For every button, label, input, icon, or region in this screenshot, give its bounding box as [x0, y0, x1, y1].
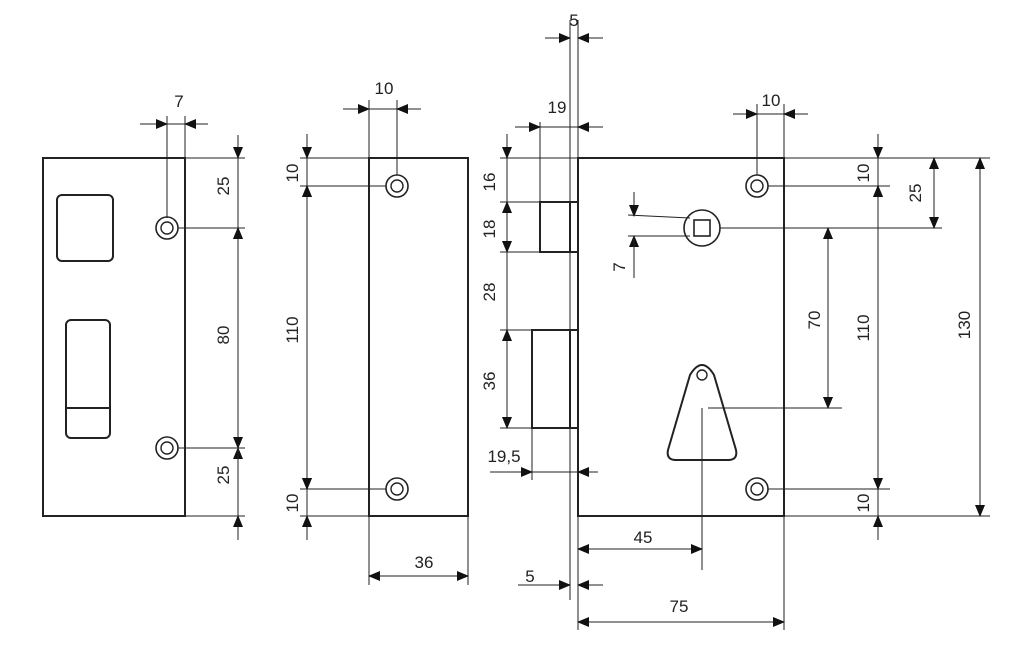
- spindle-hub: [683, 209, 721, 247]
- dim-strike-between-holes: 80: [214, 326, 233, 345]
- dim-forend-depth: 36: [415, 553, 434, 572]
- latch-bolt: [531, 329, 579, 429]
- dim-deadbolt-height: 18: [480, 220, 499, 239]
- case-screw-hole-top: [745, 174, 769, 198]
- strike-plate-view: 7 25 80 25: [42, 92, 245, 540]
- dim-case-top-hole: 10: [854, 164, 873, 183]
- forend-side-view: 10 10 110 10 36: [283, 79, 469, 585]
- forend-screw-hole-top: [385, 174, 409, 198]
- dim-case-spindle-to-top: 25: [906, 184, 925, 203]
- forend-screw-hole-bottom: [385, 477, 409, 501]
- dim-forend-hole-spacing: 10: [375, 79, 394, 98]
- lock-body-view: 5 19 16 18 28 36 19,5 5 10 10 110 10 25 …: [480, 11, 990, 630]
- dim-bolt-projection: 19: [548, 98, 567, 117]
- dim-case-height: 130: [955, 311, 974, 339]
- dim-bolt-plate-offset: 5: [525, 567, 534, 586]
- dim-forend-between-holes: 110: [283, 316, 302, 343]
- dim-strike-bottom: 25: [214, 466, 233, 485]
- lock-case-outline: [577, 157, 785, 517]
- dim-case-hole-span: 110: [854, 314, 873, 341]
- dim-bolt-plate-backset: 5: [569, 11, 578, 30]
- dim-forend-bottom: 10: [283, 494, 302, 513]
- forend-outline: [368, 157, 469, 517]
- case-screw-hole-bottom: [745, 477, 769, 501]
- dim-forend-top: 10: [283, 164, 302, 183]
- dim-case-width: 75: [670, 597, 689, 616]
- dim-strike-top: 25: [214, 177, 233, 196]
- dim-case-key-from-left: 45: [634, 528, 653, 547]
- strike-latch-opening: [65, 319, 111, 439]
- dim-bolt-top: 16: [480, 173, 499, 192]
- deadbolt: [539, 201, 579, 253]
- dim-case-spindle-to-key: 70: [805, 311, 824, 330]
- dim-case-bottom-hole: 10: [854, 494, 873, 513]
- dim-case-hole-from-right: 10: [762, 91, 781, 110]
- dim-bolt-gap: 28: [480, 283, 499, 302]
- dim-case-spindle-offset: 7: [610, 262, 629, 271]
- dim-latch-height: 36: [480, 372, 499, 391]
- strike-screw-hole-top: [155, 216, 179, 240]
- strike-screw-hole-bottom: [155, 436, 179, 460]
- dim-strike-hole-offset: 7: [174, 92, 183, 111]
- strike-deadbolt-opening: [56, 194, 114, 262]
- dim-latch-backset: 19,5: [487, 447, 520, 466]
